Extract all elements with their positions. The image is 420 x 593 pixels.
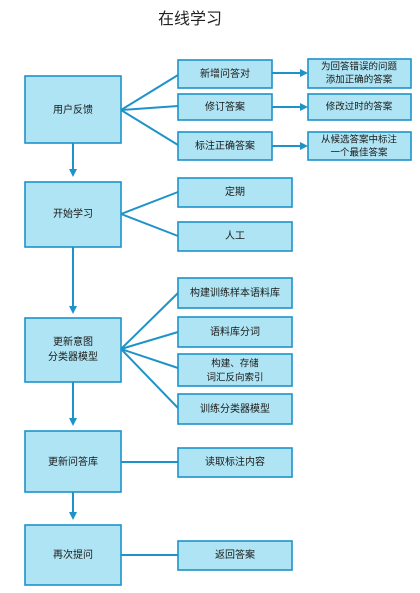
- svg-text:为回答错误的问题: 为回答错误的问题: [321, 61, 398, 73]
- svg-text:标注正确答案: 标注正确答案: [195, 139, 255, 152]
- branch-lines: [120, 69, 308, 556]
- node-desc-mark-best: 从候选答案中标注 一个最佳答案: [307, 131, 412, 161]
- node-ask-again: 再次提问: [24, 524, 122, 586]
- node-update-qa-base: 更新问答库: [24, 430, 122, 493]
- svg-text:分类器模型: 分类器模型: [48, 350, 98, 363]
- svg-text:构建、存储: 构建、存储: [211, 358, 259, 370]
- svg-text:更新意图: 更新意图: [53, 335, 93, 348]
- svg-text:训练分类器模型: 训练分类器模型: [200, 402, 270, 415]
- node-return-answer: 返回答案: [177, 540, 293, 571]
- node-mark-correct-answer: 标注正确答案: [177, 131, 273, 161]
- node-build-inverted-index: 构建、存储 词汇反向索引: [177, 353, 293, 387]
- svg-text:定期: 定期: [225, 185, 245, 198]
- svg-text:从候选答案中标注: 从候选答案中标注: [321, 134, 398, 146]
- node-manual: 人工: [177, 221, 293, 252]
- svg-text:新增问答对: 新增问答对: [200, 67, 250, 80]
- svg-text:构建训练样本语料库: 构建训练样本语料库: [190, 286, 280, 299]
- node-add-qa-pair: 新增问答对: [177, 59, 273, 89]
- svg-text:开始学习: 开始学习: [53, 207, 93, 220]
- diagram-title: 在线学习: [158, 9, 222, 28]
- node-update-intent-classifier: 更新意图 分类器模型: [24, 317, 122, 383]
- svg-text:人工: 人工: [225, 230, 245, 242]
- svg-text:词汇反向索引: 词汇反向索引: [206, 372, 263, 384]
- svg-text:修改过时的答案: 修改过时的答案: [326, 101, 393, 113]
- node-start-learning: 开始学习: [24, 181, 122, 248]
- node-periodic: 定期: [177, 177, 293, 208]
- svg-text:用户反馈: 用户反馈: [53, 103, 93, 116]
- node-desc-modify-outdated: 修改过时的答案: [307, 93, 412, 121]
- node-revise-answer: 修订答案: [177, 93, 273, 121]
- node-build-corpus: 构建训练样本语料库: [177, 277, 293, 309]
- svg-text:再次提问: 再次提问: [53, 548, 93, 561]
- svg-text:返回答案: 返回答案: [215, 548, 255, 561]
- svg-text:语料库分词: 语料库分词: [210, 325, 260, 338]
- svg-text:读取标注内容: 读取标注内容: [205, 455, 265, 468]
- svg-text:更新问答库: 更新问答库: [48, 455, 98, 468]
- svg-text:修订答案: 修订答案: [205, 100, 245, 113]
- node-train-classifier: 训练分类器模型: [177, 393, 293, 425]
- node-read-annotations: 读取标注内容: [177, 447, 293, 478]
- svg-text:一个最佳答案: 一个最佳答案: [330, 147, 388, 159]
- svg-text:添加正确的答案: 添加正确的答案: [326, 74, 393, 86]
- node-user-feedback: 用户反馈: [24, 75, 122, 144]
- node-segment-corpus: 语料库分词: [177, 316, 293, 348]
- node-desc-add-correct-answer: 为回答错误的问题 添加正确的答案: [307, 58, 412, 89]
